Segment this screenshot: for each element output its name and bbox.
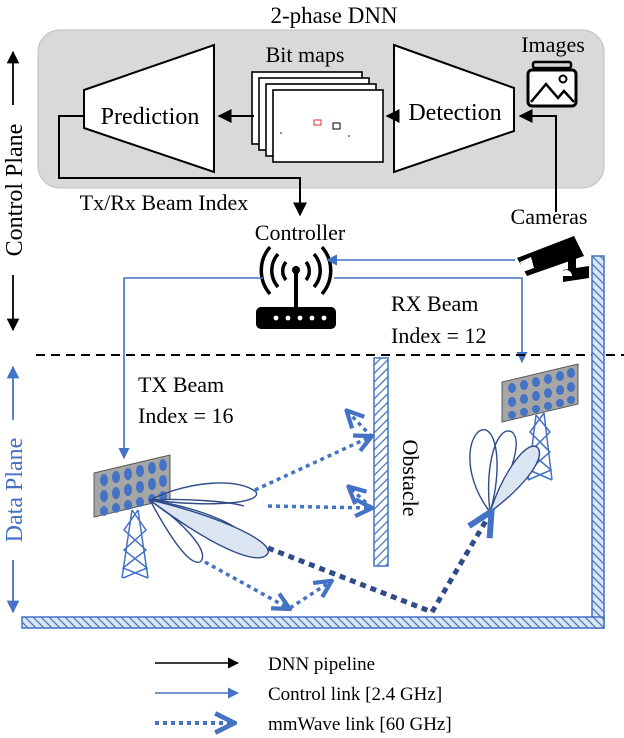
legend: DNN pipeline Control link [2.4 GHz] mmWa… (155, 654, 452, 735)
right-wall (591, 255, 605, 629)
floor (21, 616, 605, 629)
tx-beam-lobes (147, 482, 269, 563)
diagram-title: 2-phase DNN (270, 3, 397, 28)
legend-label-mmwave: mmWave link [60 GHz] (268, 714, 452, 735)
legend-label-control: Control link [2.4 GHz] (268, 684, 442, 705)
tx-beam-label-1: TX Beam (138, 372, 224, 397)
data-plane-label: Data Plane (2, 438, 28, 543)
mmwave-links (204, 412, 372, 608)
prediction-label: Prediction (101, 104, 200, 130)
camera-icon (517, 236, 589, 282)
images-label: Images (521, 32, 585, 57)
mmwave-main-link (267, 514, 490, 615)
images-icon (526, 60, 578, 108)
bitmap-mark-black (332, 122, 341, 130)
detection-label: Detection (408, 100, 501, 126)
rx-tower (501, 363, 579, 481)
detection-block (393, 43, 515, 174)
rx-beam-label-1: RX Beam (391, 291, 478, 316)
router-icon (256, 245, 336, 329)
rx-beam-label-2: Index = 12 (391, 323, 487, 348)
dnn-pipeline-arrows (58, 109, 557, 217)
beam-index-label: Tx/Rx Beam Index (80, 190, 249, 215)
bitmap-mark-red (313, 119, 322, 126)
cameras-label: Cameras (511, 204, 588, 229)
control-links (118, 254, 528, 460)
legend-label-dnn: DNN pipeline (268, 654, 375, 675)
bitmap-frame-front (272, 89, 384, 163)
control-plane-label: Control Plane (2, 124, 28, 257)
controller-label: Controller (255, 220, 346, 245)
tx-beam-label-2: Index = 16 (138, 403, 234, 428)
obstacle (373, 357, 389, 567)
rx-beam-lobes (469, 429, 541, 515)
obstacle-label: Obstacle (398, 440, 423, 517)
bitmaps-label: Bit maps (266, 42, 345, 67)
